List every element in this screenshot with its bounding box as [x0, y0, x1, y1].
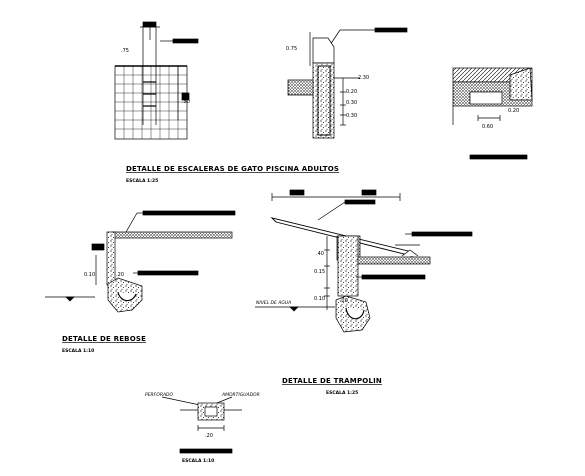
- dim-wall-075: 0.75: [286, 46, 297, 52]
- dim-wall-030-a: 0.30: [346, 100, 357, 106]
- trampolin-dim-bar-b: [361, 189, 377, 196]
- edge-detail-label-bar: [469, 154, 528, 160]
- trampolin-right-label-bar: [411, 231, 473, 237]
- dim-tramp-40: .40: [316, 251, 324, 257]
- label-nivel-agua: NIVEL DE AGUA: [256, 300, 291, 306]
- trampolin-wall: [337, 235, 359, 297]
- ladder-rungs: [143, 81, 156, 107]
- ladder-leader-label-bar: [172, 38, 199, 44]
- dim-ladder-75: .75: [121, 48, 129, 54]
- scale-rebose: ESCALA 1:10: [62, 348, 94, 354]
- dim-rebose-010: 0.10: [84, 272, 95, 278]
- title-trampolin: DETALLE DE TRAMPOLIN: [282, 377, 382, 385]
- dim-tramp-010: 0.10: [314, 296, 325, 302]
- dim-rebose-20: .20: [116, 272, 124, 278]
- tile-grid-lines: [115, 66, 187, 139]
- rebose-deck: [111, 231, 233, 239]
- dim-right-020: 0.20: [508, 108, 519, 114]
- edge-section-detail: [452, 67, 533, 160]
- scale-bottom: ESCALA 1:10: [182, 458, 214, 464]
- rebose-side-bar: [91, 243, 105, 251]
- dim-wall-230: 2.30: [358, 75, 369, 81]
- wall-section-detail: [287, 27, 408, 139]
- title-escaleras: DETALLE DE ESCALERAS DE GATO PISCINA ADU…: [126, 165, 339, 173]
- dim-tramp-20: .20: [340, 298, 348, 304]
- dim-right-060: 0.60: [482, 124, 493, 130]
- scale-trampolin: ESCALA 1:25: [326, 390, 358, 396]
- trampolin-label-bar: [344, 199, 376, 205]
- ladder-elevation-detail: [114, 21, 199, 140]
- dim-wall-020: 0.20: [346, 89, 357, 95]
- dim-wall-030-b: 0.30: [346, 113, 357, 119]
- wall-label-bar: [374, 27, 408, 33]
- wall-body: [312, 62, 335, 139]
- trampolin-detail: [255, 189, 473, 333]
- trampolin-mid-label-bar: [361, 274, 426, 280]
- perforado-detail: [161, 396, 242, 454]
- bottom-label-bar: [179, 448, 233, 454]
- dim-ladder-50: .50: [182, 99, 190, 105]
- rebose-mid-label-bar: [137, 270, 199, 276]
- wall-footing: [287, 79, 314, 96]
- rebose-top-label-bar: [142, 210, 236, 216]
- trampolin-deck: [357, 256, 431, 265]
- scale-escaleras: ESCALA 1:25: [126, 178, 158, 184]
- dim-bottom-20: .20: [205, 433, 213, 439]
- label-perforado: PERFORADO: [145, 392, 173, 398]
- title-rebose: DETALLE DE REBOSE: [62, 335, 146, 343]
- dim-tramp-015: 0.15: [314, 269, 325, 275]
- rebose-wall: [106, 231, 116, 286]
- trampolin-dim-bar-a: [289, 189, 305, 196]
- label-amortiguador: AMORTIGUADOR: [221, 392, 260, 398]
- rebose-detail: [45, 210, 236, 313]
- ladder-side-label-bar: [181, 92, 190, 101]
- ladder-dimension-box: [142, 21, 157, 28]
- wall-coping: [312, 37, 335, 64]
